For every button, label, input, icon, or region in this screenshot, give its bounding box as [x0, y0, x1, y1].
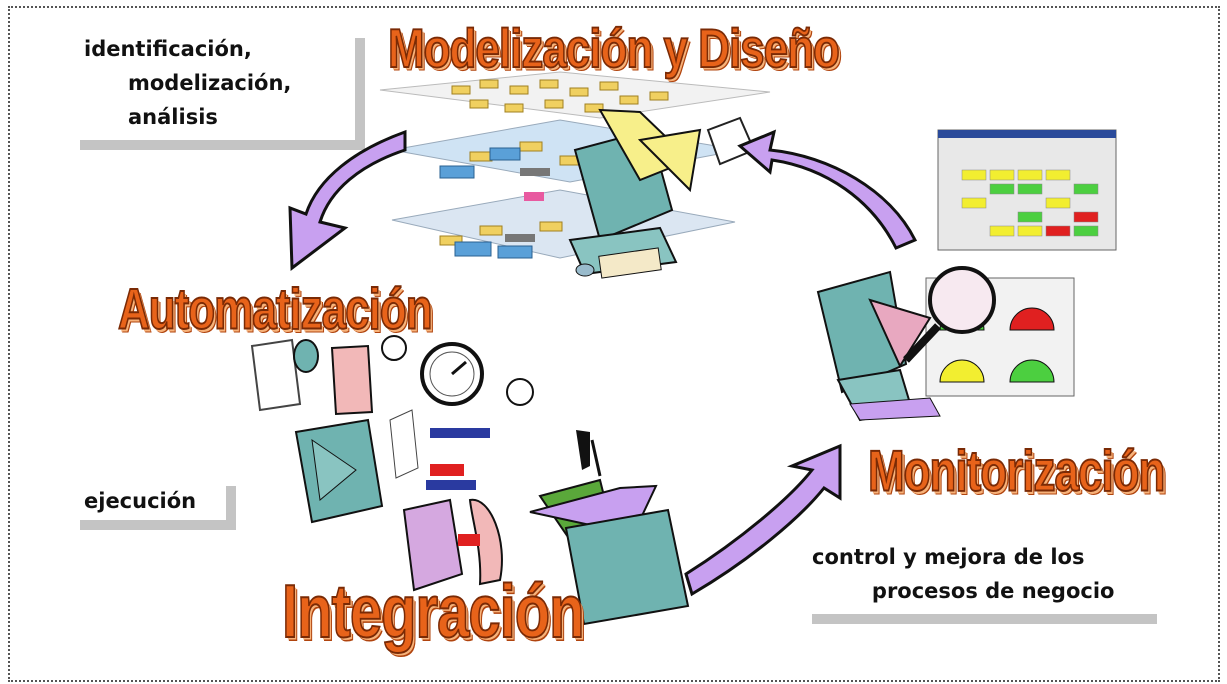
arrow-integration-to-monitoring [684, 443, 842, 597]
note-ejecucion-line: ejecución [84, 489, 197, 513]
arrow-design-to-automation [288, 129, 407, 271]
design-computer-illustration [568, 108, 756, 279]
integration-illustration [294, 409, 690, 626]
ident-note-shadow-right [355, 38, 365, 150]
ejecucion-note-shadow-bottom [80, 520, 236, 530]
diagram-frame [8, 6, 1220, 682]
note-control-line: control y mejora de los [812, 545, 1085, 569]
monitoring-dashboard-illustration [925, 129, 1117, 397]
modelling-layers-illustration [379, 71, 771, 259]
ejecucion-note-shadow-right [226, 486, 236, 530]
stage-title-integracion: Integración [281, 568, 585, 654]
control-note-shadow-bottom [812, 614, 1157, 624]
note-identificacion-line: análisis [128, 105, 218, 129]
note-control: control y mejora de los procesos de nego… [812, 540, 1114, 608]
note-control-line: procesos de negocio [871, 579, 1115, 603]
note-ejecucion: ejecución [84, 484, 196, 518]
automation-illustration [250, 335, 534, 416]
note-identificacion-line: modelización, [128, 71, 292, 95]
stage-title-monitorizacion: Monitorización [867, 439, 1166, 505]
note-identificacion-line: identificación, [84, 37, 252, 61]
stage-title-automatizacion: Automatización [117, 277, 433, 343]
ident-note-shadow-bottom [80, 140, 365, 150]
note-identificacion: identificación, modelización, análisis [84, 32, 291, 134]
arrow-monitoring-to-design [737, 129, 918, 250]
stage-title-modelizacion: Modelización y Diseño [387, 17, 840, 80]
monitoring-computer-illustration [816, 266, 996, 422]
